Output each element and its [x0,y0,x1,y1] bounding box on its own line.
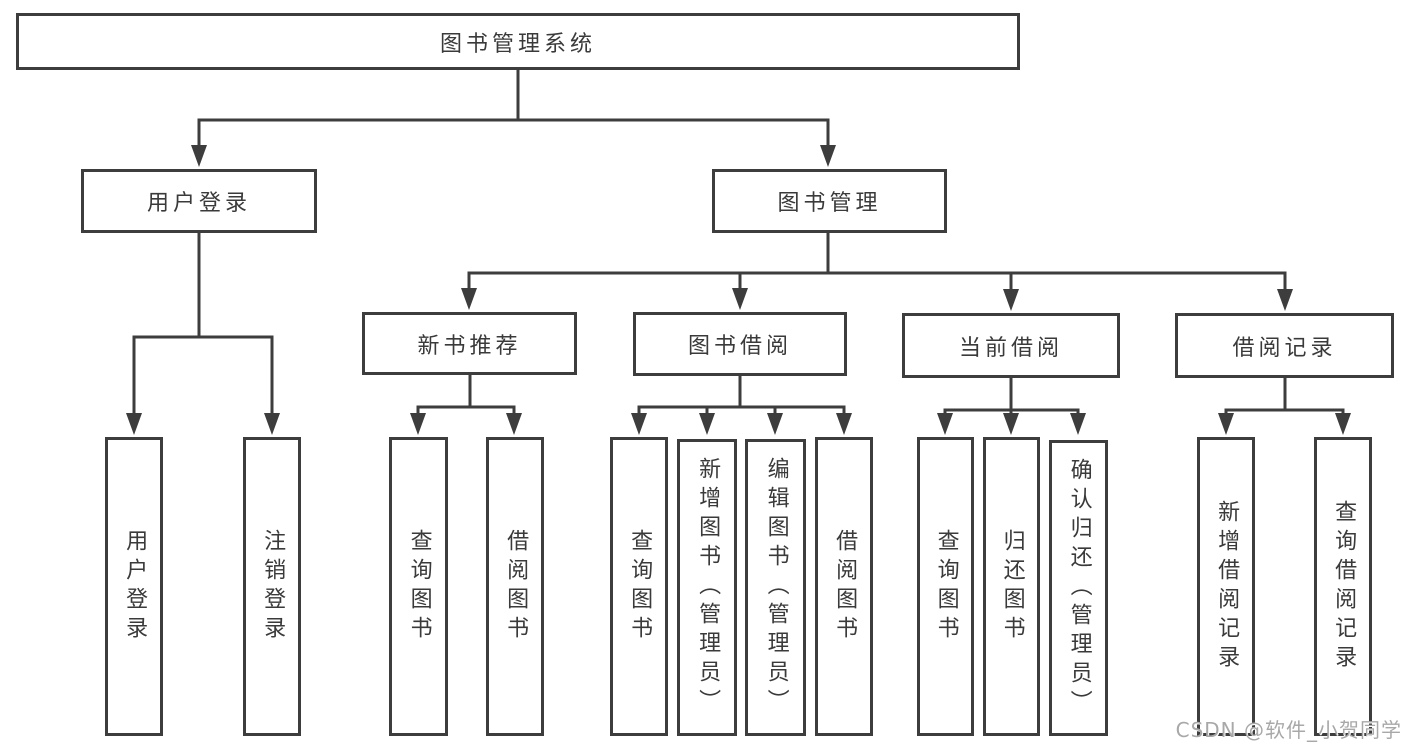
node-label: 确认归还（管理员） [1066,457,1092,719]
node-label: 归还图书 [999,528,1025,645]
node-label: 查询图书 [627,528,653,645]
node-library-management-system: 图书管理系统 [16,13,1020,70]
node-query-books-3: 查询图书 [917,437,974,736]
node-confirm-return-admin: 确认归还（管理员） [1049,440,1108,736]
node-label: 新书推荐 [417,333,522,359]
node-label: 图书管理 [777,191,882,216]
node-label: 借阅图书 [503,528,529,645]
node-book-management-branch: 图书管理 [712,169,947,233]
node-user-login-branch: 用户登录 [81,169,317,233]
node-new-book-recommendation: 新书推荐 [362,312,577,375]
node-query-borrow-record: 查询借阅记录 [1314,437,1372,736]
arrowheads [126,145,1351,435]
node-label: 图书管理系统 [439,31,596,57]
csdn-watermark: CSDN @软件_小贺同学 [1175,718,1402,742]
node-borrow-books-2: 借阅图书 [815,437,873,736]
node-label: 借阅记录 [1232,335,1337,361]
node-add-books-admin: 新增图书（管理员） [677,439,737,736]
node-label: 用户登录 [146,191,251,216]
node-label: 注销登录 [260,528,286,645]
node-label: 用户登录 [122,528,148,645]
node-label: 图书借阅 [687,334,792,359]
node-borrow-books-1: 借阅图书 [486,437,544,736]
node-label: 查询借阅记录 [1331,499,1357,674]
node-return-books: 归还图书 [983,437,1040,736]
node-logout: 注销登录 [243,437,301,736]
node-label: 新增借阅记录 [1214,499,1240,674]
node-query-books-1: 查询图书 [389,437,448,736]
node-add-borrow-record: 新增借阅记录 [1197,437,1255,736]
node-label: 查询图书 [406,528,432,645]
node-label: 查询图书 [933,528,959,645]
node-edit-books-admin: 编辑图书（管理员） [745,439,806,736]
node-label: 借阅图书 [832,528,858,645]
node-label: 当前借阅 [958,335,1063,361]
node-user-login: 用户登录 [105,437,163,736]
node-label: 新增图书（管理员） [695,457,721,718]
node-current-borrowing: 当前借阅 [902,313,1120,378]
node-book-borrowing: 图书借阅 [633,312,847,376]
node-borrowing-records: 借阅记录 [1175,313,1394,378]
node-label: 编辑图书（管理员） [763,457,789,718]
node-query-books-2: 查询图书 [610,437,668,736]
